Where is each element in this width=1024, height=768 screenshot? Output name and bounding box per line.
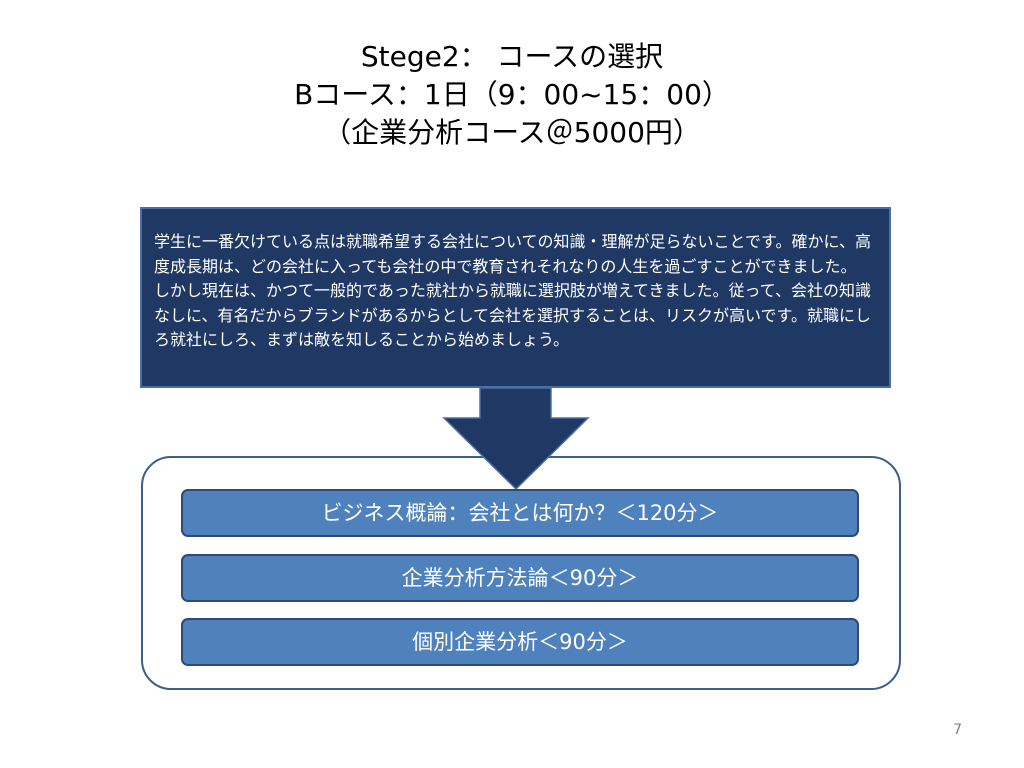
title-line-1: Stege2： コースの選択 [360, 40, 664, 73]
title-line-3: （企業分析コース＠5000円） [323, 116, 701, 149]
slide-title: Stege2： コースの選択 Bコース：1日（9：00~15：00） （企業分析… [0, 38, 1024, 152]
module-analysis-methodology: 企業分析方法論＜90分＞ [181, 554, 859, 602]
module-individual-analysis: 個別企業分析＜90分＞ [181, 618, 859, 666]
description-text: 学生に一番欠けている点は就職希望する会社についての知識・理解が足らないことです。… [154, 232, 871, 349]
title-line-2: Bコース：1日（9：00~15：00） [294, 78, 730, 111]
description-box: 学生に一番欠けている点は就職希望する会社についての知識・理解が足らないことです。… [140, 207, 891, 388]
page-number: 7 [953, 722, 962, 738]
module-business-overview: ビジネス概論：会社とは何か？＜120分＞ [181, 489, 859, 537]
